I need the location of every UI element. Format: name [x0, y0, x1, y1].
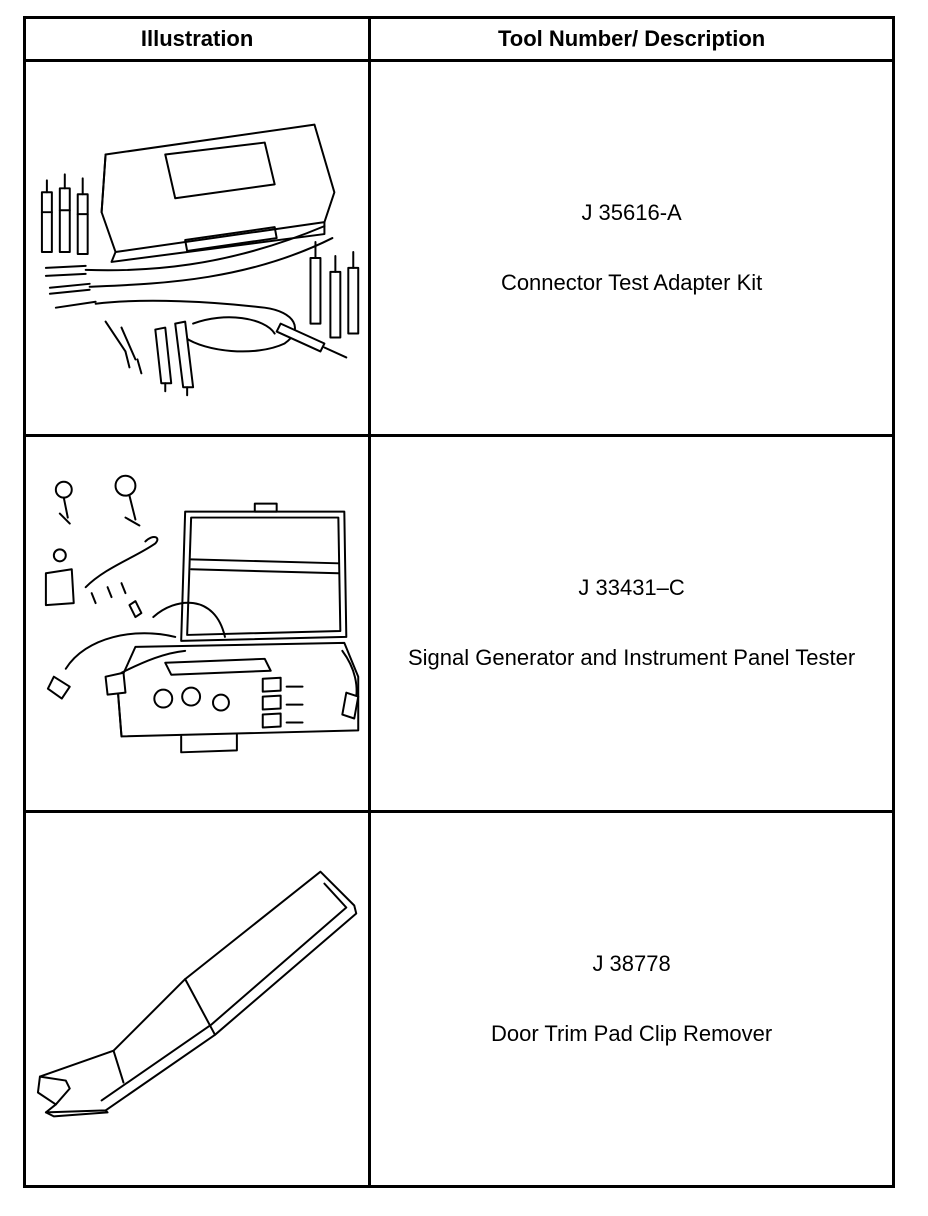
illustration-cell — [22, 58, 372, 438]
tool-number: J 35616-A — [581, 200, 682, 226]
header-description: Tool Number/ Description — [368, 16, 895, 62]
table-row: J 35616-A Connector Test Adapter Kit — [22, 58, 895, 438]
illustration-cell — [22, 809, 372, 1189]
table-row: J 33431–C Signal Generator and Instrumen… — [22, 434, 895, 813]
connector-test-adapter-kit-icon — [40, 123, 360, 397]
tool-description: Door Trim Pad Clip Remover — [491, 1020, 773, 1046]
tool-description: Connector Test Adapter Kit — [500, 270, 763, 296]
description-cell: J 35616-A Connector Test Adapter Kit — [368, 58, 895, 438]
header-illustration: Illustration — [22, 16, 372, 62]
special-tools-table: Illustration Tool Number/ Description — [22, 16, 895, 1189]
table-row: J 38778 Door Trim Pad Clip Remover — [22, 809, 895, 1189]
header-row: Illustration Tool Number/ Description — [22, 16, 895, 62]
description-cell: J 33431–C Signal Generator and Instrumen… — [368, 434, 895, 813]
illustration-cell — [22, 434, 372, 813]
tool-number: J 33431–C — [578, 575, 685, 601]
door-trim-clip-remover-icon — [36, 870, 358, 1118]
signal-generator-tester-icon — [44, 475, 360, 754]
tool-description: Signal Generator and Instrument Panel Te… — [408, 645, 856, 671]
description-cell: J 38778 Door Trim Pad Clip Remover — [368, 809, 895, 1189]
tool-number: J 38778 — [592, 950, 671, 976]
